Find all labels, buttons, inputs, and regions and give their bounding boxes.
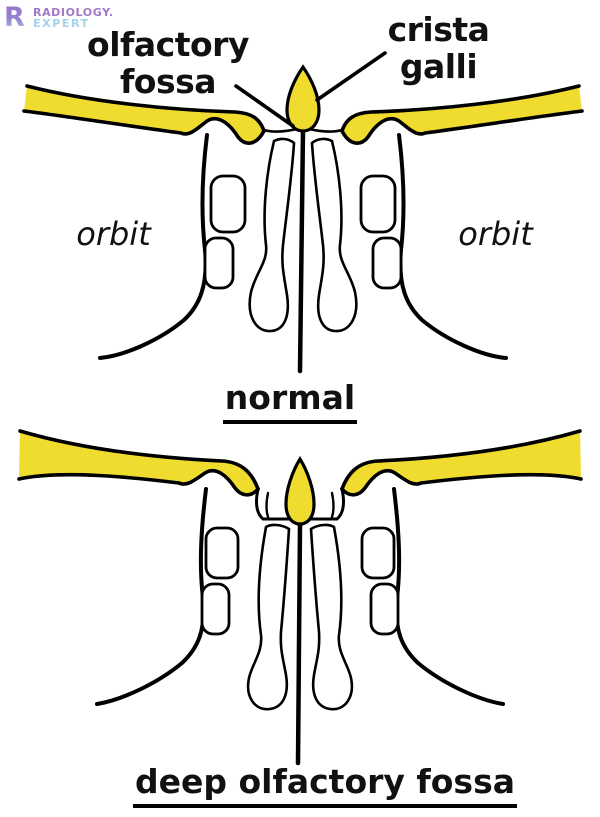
deep-ethmoid-cell-right-upper [360, 526, 396, 580]
orbit-wall-left [98, 133, 209, 360]
deep-ethmoid-roof-left-top-edge [18, 429, 260, 491]
label-crista-galli: crista galli [387, 10, 490, 86]
brand-logo: R RADIOLOGY. EXPERT [5, 4, 114, 31]
deep-ethmoid-roof-left-fill [19, 431, 258, 495]
label-orbit-right: orbit [458, 215, 533, 253]
olfactory-fossa-pointer-line [234, 84, 295, 128]
radiology-expert-r-icon: R [5, 4, 25, 31]
turbinate-left [248, 137, 296, 333]
nasal-septum-normal [297, 127, 306, 374]
deep-ethmoid-cell-left-upper [204, 526, 240, 580]
deep-ethmoid-roof-right-top-edge [340, 429, 582, 491]
deep-orbit-wall-right [392, 487, 505, 706]
crista-galli-shape-deep [284, 455, 316, 526]
orbit-wall-right [397, 133, 508, 360]
turbinate-right [310, 137, 358, 333]
brand-name-radiology: RADIOLOGY. [33, 6, 114, 19]
brand-wordmark: RADIOLOGY. EXPERT [33, 4, 114, 29]
svg-text:R: R [5, 4, 25, 31]
ethmoid-cell-left-lower [203, 236, 235, 290]
caption-deep-olfactory-fossa: deep olfactory fossa [105, 762, 545, 808]
crista-galli-shape-normal [285, 64, 321, 133]
deep-ethmoid-roof-left-bottom-edge [17, 468, 260, 497]
ethmoid-roof-right-bottom-edge [340, 109, 584, 145]
deep-orbit-wall-left [95, 487, 208, 706]
caption-normal: normal [140, 378, 440, 424]
crista-galli-pointer-line [315, 51, 387, 102]
ethmoid-cell-right-lower [371, 236, 403, 290]
fossa-floor-right [307, 127, 344, 133]
ethmoid-roof-left-bottom-edge [22, 109, 266, 145]
caption-deep-text: deep olfactory fossa [133, 762, 517, 808]
deep-ethmoid-cell-left-lower [200, 582, 231, 636]
deep-ethmoid-roof-right-fill [342, 431, 581, 495]
caption-normal-text: normal [222, 378, 358, 424]
deep-ethmoid-cell-right-lower [369, 582, 400, 636]
deep-fossa-inner-wall-right [330, 491, 335, 519]
label-olfactory-fossa: olfactory fossa [87, 25, 249, 101]
deep-fossa-inner-wall-left [265, 491, 270, 519]
nasal-septum-deep [295, 521, 303, 766]
ethmoid-roof-left-top-edge [25, 84, 266, 133]
brand-name-expert: EXPERT [33, 17, 90, 30]
ethmoid-roof-right-fill [342, 86, 582, 144]
deep-ethmoid-roof-right-bottom-edge [340, 468, 583, 497]
ethmoid-cell-right-upper [359, 174, 397, 234]
fossa-floor-left [262, 127, 299, 133]
deep-turbinate-right [309, 523, 354, 711]
label-orbit-left: orbit [76, 215, 151, 253]
ethmoid-cell-left-upper [209, 174, 247, 234]
ethmoid-roof-right-top-edge [340, 84, 581, 133]
normal-diagram [22, 51, 584, 374]
deep-turbinate-left [246, 523, 291, 711]
deep-fossa-diagram [17, 429, 583, 766]
ethmoid-roof-left-fill [24, 86, 264, 144]
